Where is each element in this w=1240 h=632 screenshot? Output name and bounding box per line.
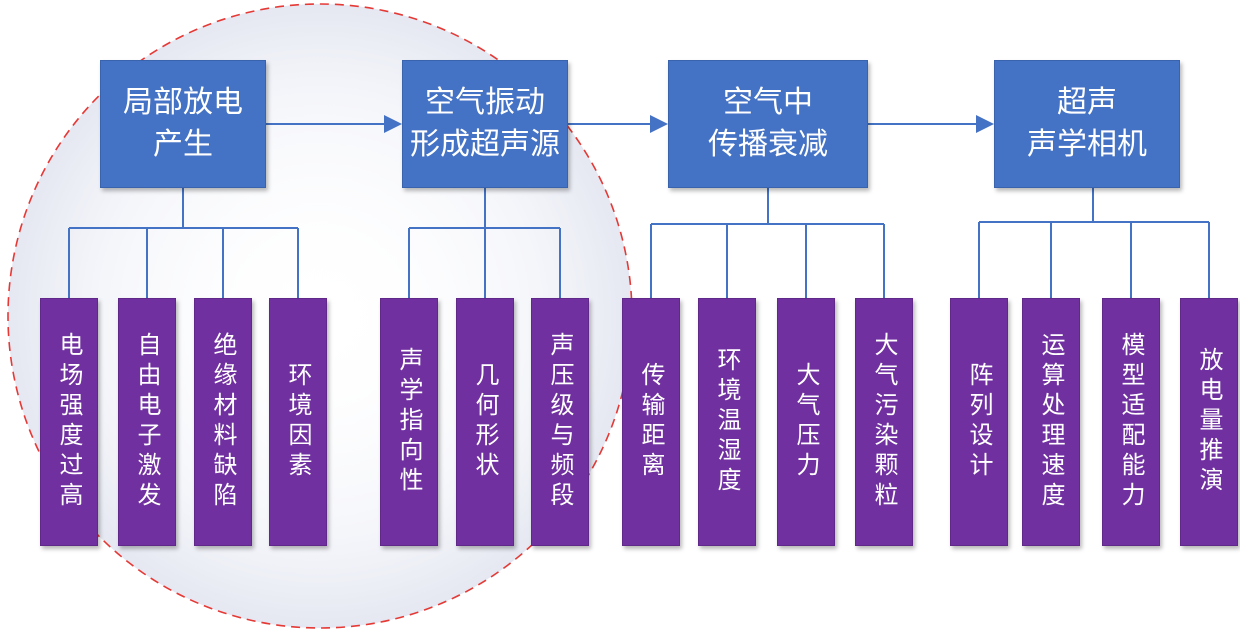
- factor-box: 声压级与频段: [531, 298, 589, 546]
- factor-label: 大气压力: [792, 362, 820, 482]
- factor-box: 环境因素: [269, 298, 327, 546]
- stage-box-1: 局部放电 产生: [100, 60, 266, 188]
- stage-label-4: 超声 声学相机: [1027, 85, 1147, 162]
- factor-label: 阵列设计: [965, 362, 993, 482]
- connector-lines: [68, 115, 1210, 298]
- factor-box: 运算处理速度: [1022, 298, 1080, 546]
- factor-box: 绝缘材料缺陷: [194, 298, 252, 546]
- factor-box: 环境温湿度: [698, 298, 756, 546]
- factor-box: 阵列设计: [950, 298, 1008, 546]
- factor-label: 模型适配能力: [1117, 332, 1145, 512]
- factor-label: 几何形状: [471, 362, 499, 482]
- factor-label: 环境温湿度: [713, 347, 741, 497]
- factor-label: 声学指向性: [395, 347, 423, 497]
- arrow-right-icon: [650, 115, 668, 133]
- factor-label: 电场强度过高: [55, 332, 83, 512]
- factor-label: 环境因素: [284, 362, 312, 482]
- stage-box-3: 空气中 传播衰减: [668, 60, 868, 188]
- factor-label: 放电量推演: [1195, 347, 1223, 497]
- arrow-right-icon: [384, 115, 402, 133]
- arrow-right-icon: [976, 115, 994, 133]
- factor-box: 大气污染颗粒: [855, 298, 913, 546]
- factor-box: 自由电子激发: [118, 298, 176, 546]
- factor-box: 传输距离: [622, 298, 680, 546]
- factor-box: 电场强度过高: [40, 298, 98, 546]
- stage-label-2: 空气振动 形成超声源: [410, 85, 560, 162]
- factor-label: 运算处理速度: [1037, 332, 1065, 512]
- factor-label: 大气污染颗粒: [870, 332, 898, 512]
- factor-label: 声压级与频段: [546, 332, 574, 512]
- factor-label: 绝缘材料缺陷: [209, 332, 237, 512]
- stage-label-3: 空气中 传播衰减: [708, 85, 828, 162]
- factor-box: 模型适配能力: [1102, 298, 1160, 546]
- stage-box-2: 空气振动 形成超声源: [402, 60, 568, 188]
- factor-box: 大气压力: [777, 298, 835, 546]
- factor-box: 放电量推演: [1180, 298, 1238, 546]
- factor-box: 声学指向性: [380, 298, 438, 546]
- stage-box-4: 超声 声学相机: [994, 60, 1180, 188]
- stage-label-1: 局部放电 产生: [123, 85, 243, 162]
- factor-label: 传输距离: [637, 362, 665, 482]
- factor-box: 几何形状: [456, 298, 514, 546]
- factor-label: 自由电子激发: [133, 332, 161, 512]
